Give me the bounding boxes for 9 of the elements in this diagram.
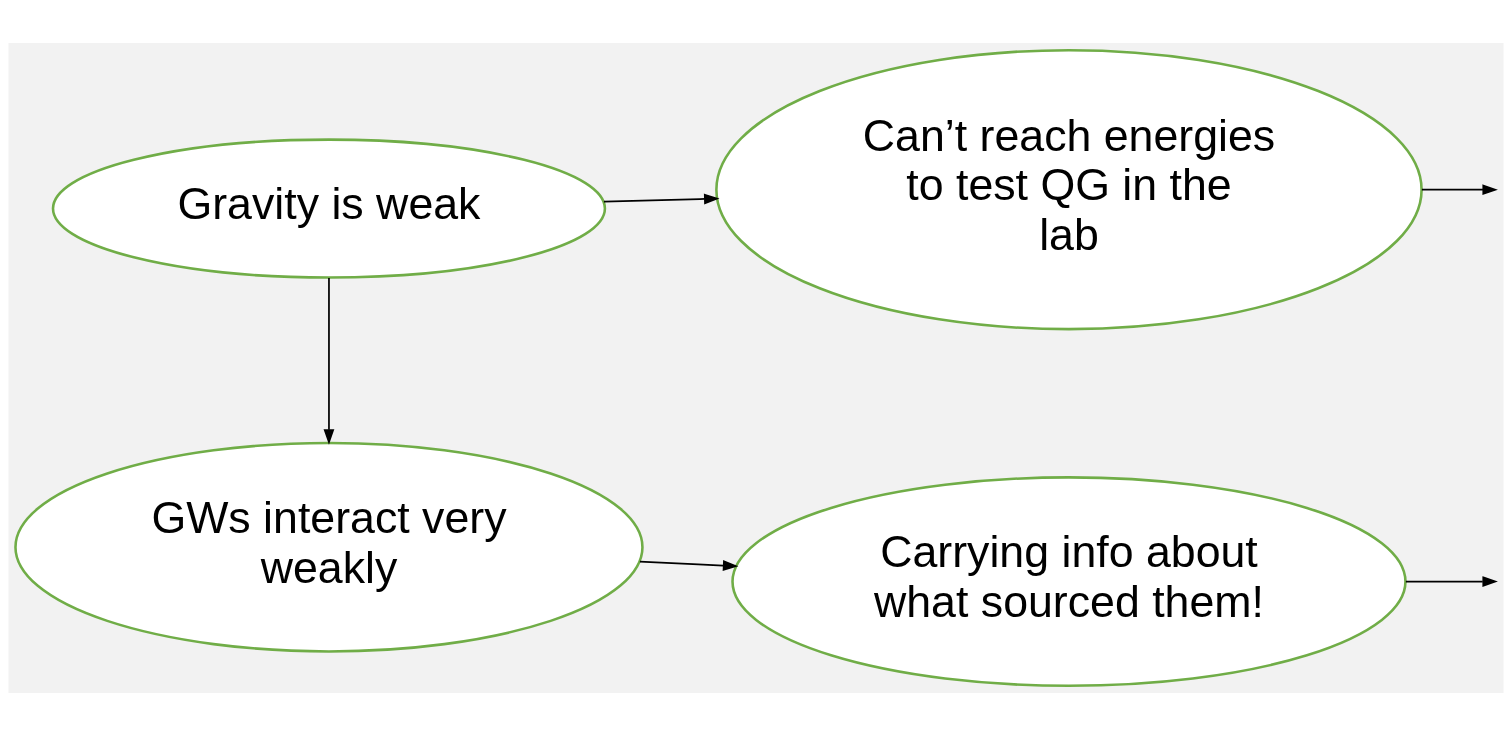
arrow bbox=[639, 559, 739, 571]
node-ellipse: Carrying info about what sourced them! bbox=[731, 475, 1407, 687]
arrow bbox=[323, 276, 335, 445]
node-ellipse: GWs interact very weakly bbox=[14, 441, 644, 653]
arrow bbox=[603, 193, 720, 204]
node-ellipse: Gravity is weak bbox=[51, 137, 607, 279]
node-ellipse: Can’t reach energies to test QG in the lab bbox=[715, 48, 1423, 330]
arrow bbox=[1421, 183, 1498, 195]
arrow bbox=[1405, 575, 1498, 587]
